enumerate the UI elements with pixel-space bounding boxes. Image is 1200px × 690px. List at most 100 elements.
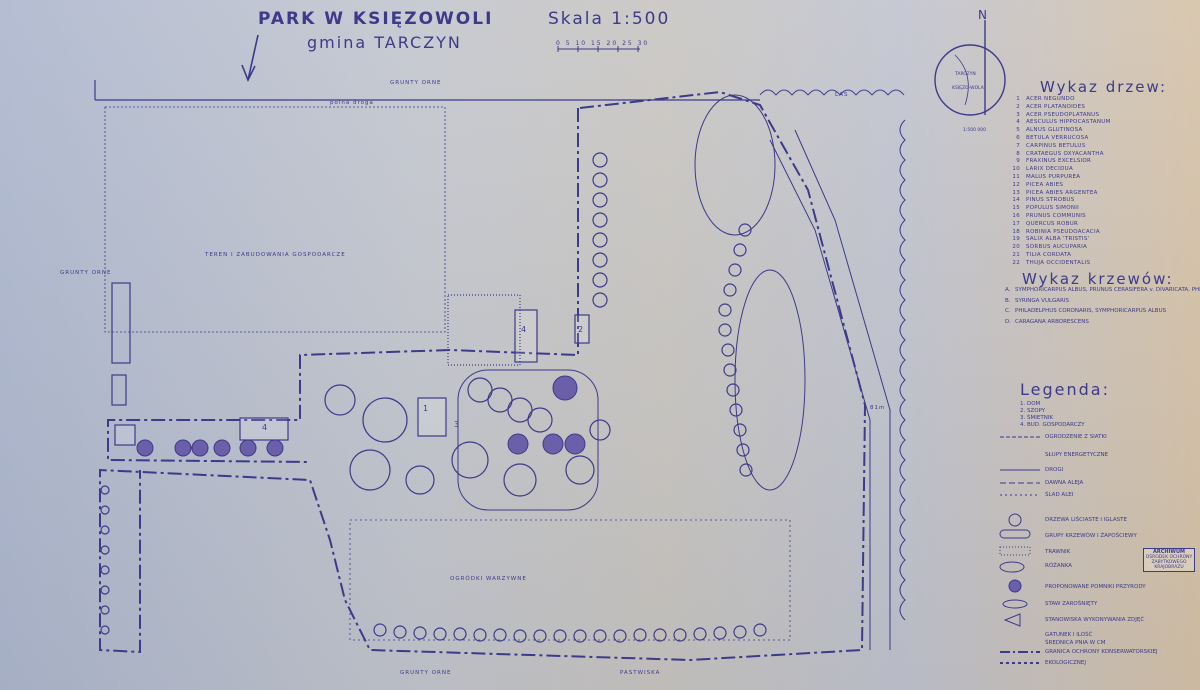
forest-edge — [759, 89, 905, 96]
pointer-arrow — [241, 34, 259, 82]
tree-name: AESCULUS HIPPOCASTANUM — [1026, 119, 1111, 126]
legend-symbol-shrubs — [999, 529, 1031, 539]
building-label-shed: 2 — [578, 325, 585, 334]
building-farm-3 — [114, 424, 136, 446]
tree-number: 19 — [1012, 236, 1020, 243]
building-farm-1 — [514, 309, 538, 363]
tree-name: TILIA CORDATA — [1026, 251, 1072, 258]
stamp-heading: ARCHIWUM — [1153, 549, 1185, 555]
legend-item: 3. ŚMIETNIK — [1020, 415, 1054, 421]
tree-name: ALNUS GLUTINOSA — [1026, 127, 1083, 134]
farm-area-outline — [104, 106, 446, 333]
shrub-item: A. SYMPHORICARPUS ALBUS, PRUNUS CERASIFER… — [1005, 287, 1200, 295]
tree-name: SALIX ALBA 'TRISTIS' — [1026, 236, 1090, 243]
label-farm-area: TEREN I ZABUDOWANIA GOSPODARCZE — [205, 252, 346, 258]
legend-symbol-photo — [1003, 613, 1021, 627]
building-label-house: 1 — [423, 404, 430, 413]
tree-item: 10 LARIX DECIDUA — [1008, 166, 1111, 174]
shrubs-list: A. SYMPHORICARPUS ALBUS, PRUNUS CERASIFER… — [1005, 287, 1200, 329]
garden-trees — [324, 377, 611, 497]
tree-item: 15 POPULUS SIMONII — [1008, 205, 1111, 213]
tree-item: 19 SALIX ALBA 'TRISTIS' — [1008, 236, 1111, 244]
monument-tree — [507, 433, 529, 455]
legend-item: 4. BUD. GOSPODARCZY — [1020, 422, 1085, 428]
tree-name: ACER PLATANOIDES — [1026, 103, 1086, 110]
tree-number: 5 — [1016, 127, 1020, 134]
monument-tree — [191, 439, 209, 457]
legend-item: OGRODZENIE Z SIATKI — [1045, 434, 1107, 440]
label-forest: LAS — [835, 92, 849, 98]
tree-name: LARIX DECIDUA — [1026, 166, 1074, 173]
label-fields-top: GRUNTY ORNE — [390, 80, 442, 86]
shrub-name: SYRINGA VULGARIS — [1015, 297, 1069, 304]
monument-tree — [542, 433, 564, 455]
tree-name: PICEA ABIES ARGENTEA — [1026, 189, 1098, 196]
tree-number: 10 — [1012, 166, 1020, 173]
tree-row-pond — [718, 223, 753, 477]
pond-north — [694, 94, 776, 236]
tree-number: 3 — [1016, 111, 1020, 118]
tree-number: 15 — [1012, 205, 1020, 212]
monument-tree — [266, 439, 284, 457]
legend-item: STAW ZAROŚNIĘTY — [1045, 601, 1098, 607]
trees-heading: Wykaz drzew: — [1040, 78, 1167, 96]
legend-item: DAWNA ALEJA — [1045, 480, 1084, 486]
tree-name: BETULA VERRUCOSA — [1026, 134, 1089, 141]
shrub-name: CARAGANA ARBORESCENS — [1015, 318, 1089, 325]
legend-symbol-monument — [1008, 579, 1022, 593]
legend-item: DROGI — [1045, 467, 1064, 473]
monument-tree — [136, 439, 154, 457]
legend-symbol-trees — [1008, 513, 1022, 527]
legend-item: EKOLOGICZNEJ — [1045, 660, 1087, 666]
locator-village: KSIĘZO-WOLA — [952, 86, 984, 91]
tree-number: 8 — [1016, 150, 1020, 157]
tree-name: POPULUS SIMONII — [1026, 205, 1080, 212]
tree-number: 1 — [1016, 96, 1020, 102]
shrub-key: C. — [1005, 308, 1011, 315]
road-east — [769, 139, 871, 650]
legend-item: TRAWNIK — [1045, 549, 1071, 555]
monument-tree — [552, 375, 578, 401]
legend-heading: Legenda: — [1020, 380, 1110, 399]
tree-number: 17 — [1012, 220, 1020, 227]
stamp-text: OŚRODEK OCHRONY ZABYTKOWEGO KRAJOBRAZU — [1145, 555, 1193, 570]
tree-number: 18 — [1012, 228, 1020, 235]
map-scale: Skala 1:500 — [548, 9, 671, 29]
tree-number: 9 — [1016, 158, 1020, 165]
shrub-key: A. — [1005, 287, 1011, 293]
tree-name: PRUNUS COMMUNIS — [1026, 212, 1086, 219]
shrub-item: B. SYRINGA VULGARIS — [1005, 298, 1200, 306]
archive-stamp: ARCHIWUM OŚRODEK OCHRONY ZABYTKOWEGO KRA… — [1143, 548, 1195, 572]
label-distance: 81m — [870, 405, 886, 411]
pond-south — [734, 269, 806, 491]
shrub-key: B. — [1005, 297, 1011, 304]
tree-row-left — [100, 485, 110, 635]
shrubs-heading: Wykaz krzewów: — [1022, 270, 1174, 288]
shrub-name: SYMPHORICARPUS ALBUS, PRUNUS CERASIFERA … — [1015, 287, 1200, 293]
legend-item: ŚLAD ALEI — [1045, 492, 1074, 498]
locator-scale: 1:500 000 — [963, 128, 986, 133]
building-label-farm-2: 4 — [262, 423, 269, 432]
tree-row-south — [373, 623, 767, 643]
inner-boundary — [107, 108, 579, 463]
legend-item: GATUNEK I ILOŚĆ — [1045, 632, 1093, 638]
scale-bar-numbers: 0 5 10 15 20 25 30 — [556, 40, 650, 47]
forest-edge-east — [899, 119, 906, 621]
building-shed — [574, 314, 590, 344]
left-strip-building — [111, 282, 131, 364]
tree-number: 11 — [1012, 173, 1020, 180]
tree-name: CARPINUS BETULUS — [1026, 142, 1086, 149]
